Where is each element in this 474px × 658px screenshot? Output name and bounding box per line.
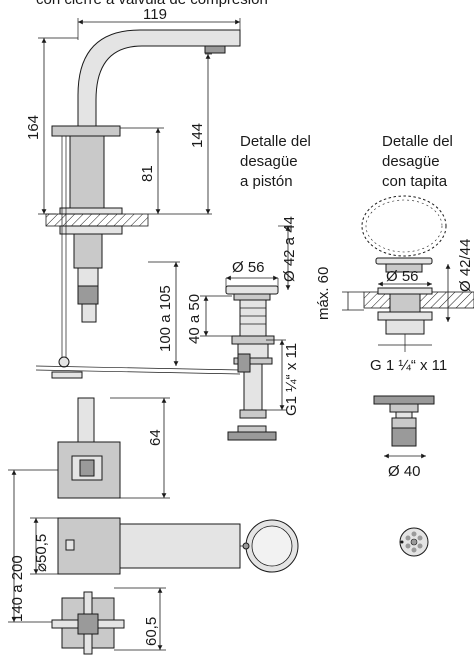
faucet-base-view: 60,5 <box>51 587 166 655</box>
piston-title-3: a pistón <box>240 173 293 190</box>
piston-title-1: Detalle del <box>240 133 311 150</box>
tapita-title-1: Detalle del <box>382 133 453 150</box>
tapita-max-60: máx. 60 <box>315 267 332 320</box>
tapita-dia-42-44: Ø 42/44 <box>457 239 474 292</box>
dim-width-top: 119 <box>143 6 167 23</box>
dim-square-50: ⌀50,5 <box>33 534 50 572</box>
dim-front-64: 64 <box>147 429 164 446</box>
main-dimensions: 119 164 144 81 100 a 105 <box>25 6 241 366</box>
faucet-side-view <box>35 29 241 379</box>
tapita-title-2: desagüe <box>382 153 440 170</box>
tapita-title-3: con tapita <box>382 173 448 190</box>
detail-piston: Detalle del desagüe a pistón Ø 56 Ø 42 a… <box>186 133 311 441</box>
piston-title-2: desagüe <box>240 153 298 170</box>
dim-height-body: 81 <box>139 165 156 182</box>
dim-height-spout: 144 <box>189 123 206 148</box>
tapita-dia-40: Ø 40 <box>388 463 421 480</box>
piston-thread: G1 ¼“ x 11 <box>283 343 300 416</box>
faucet-front-view: 64 <box>57 397 170 499</box>
tapita-top-view <box>399 527 429 557</box>
piston-range-40-50: 40 a 50 <box>186 294 203 344</box>
header-caption: con cierre a válvula de compresión <box>36 0 268 8</box>
tapita-thread: G 1 ¼“ x 11 <box>370 357 447 374</box>
dim-base-60: 60,5 <box>143 617 160 646</box>
faucet-top-view: ⌀50,5 140 a 200 <box>8 469 299 623</box>
piston-dia-42-44: Ø 42 a 44 <box>281 216 298 282</box>
detail-tapita: Detalle del desagüe con tapita Ø 56 Ø 42… <box>315 133 474 480</box>
chain-icon <box>361 195 447 257</box>
piston-dia-56: Ø 56 <box>232 259 265 276</box>
dim-height-total: 164 <box>25 115 42 140</box>
dim-range-side: 140 a 200 <box>9 555 26 622</box>
dim-range-lower: 100 a 105 <box>157 285 174 352</box>
tapita-dia-56: Ø 56 <box>386 268 419 285</box>
